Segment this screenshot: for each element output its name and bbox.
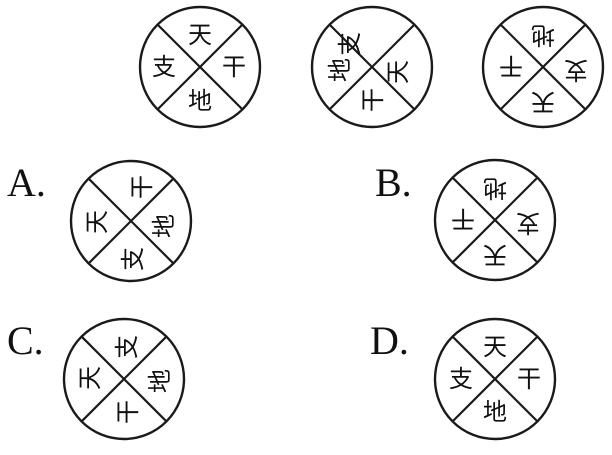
glyph-left: 支: [449, 365, 473, 393]
disc-divider: [87, 177, 175, 265]
glyph-left: 干: [451, 205, 475, 233]
glyph-right: 地: [146, 369, 174, 393]
glyph-right: 支: [564, 56, 588, 84]
sequence-disc-3: 地 支 天 干: [481, 5, 605, 129]
glyph-top: 天: [188, 21, 212, 49]
disc-divider: [80, 335, 168, 423]
glyph-bottom: 干: [359, 88, 387, 112]
disc-divider: [328, 23, 416, 111]
glyph-left: 支: [152, 53, 176, 81]
glyph-right: 天: [384, 60, 412, 84]
option-label: D.: [370, 318, 409, 363]
disc-divider: [156, 23, 244, 111]
glyph-bottom: 支: [119, 247, 147, 271]
disc-divider: [451, 176, 539, 264]
glyph-top: 地: [483, 174, 507, 202]
glyph-left: 地: [326, 58, 354, 82]
glyph-right: 地: [150, 214, 178, 238]
glyph-bottom: 地: [188, 87, 212, 115]
glyph-top: 天: [483, 333, 507, 361]
glyph-top: 干: [128, 175, 156, 199]
option-c: C. 支 地 干 天: [7, 317, 186, 441]
glyph-bottom: 干: [114, 400, 142, 424]
option-label: C.: [7, 318, 44, 363]
glyph-right: 干: [517, 365, 541, 393]
glyph-left: 天: [83, 210, 111, 234]
glyph-upper-left: 支: [336, 32, 364, 56]
disc-divider: [499, 23, 587, 111]
glyph-left: 干: [499, 52, 523, 80]
option-d: D. 天 干 地 支: [370, 317, 557, 441]
glyph-right: 支: [516, 209, 540, 237]
disc-divider: [451, 335, 539, 423]
glyph-top: 地: [531, 21, 555, 49]
option-label: A.: [7, 160, 46, 205]
sequence-disc-1: 天 干 地 支: [138, 5, 262, 129]
sequence-disc-2: 支 天 干 地: [310, 5, 434, 129]
option-b: B. 地 支 天 干: [375, 158, 557, 282]
option-a: A. 干 地 支 天: [7, 159, 193, 283]
glyph-right: 干: [222, 53, 246, 81]
option-label: B.: [375, 160, 412, 205]
glyph-bottom: 天: [483, 241, 507, 269]
glyph-top: 支: [113, 335, 141, 359]
glyph-bottom: 天: [531, 88, 555, 116]
glyph-left: 天: [76, 366, 104, 390]
glyph-bottom: 地: [483, 398, 507, 426]
